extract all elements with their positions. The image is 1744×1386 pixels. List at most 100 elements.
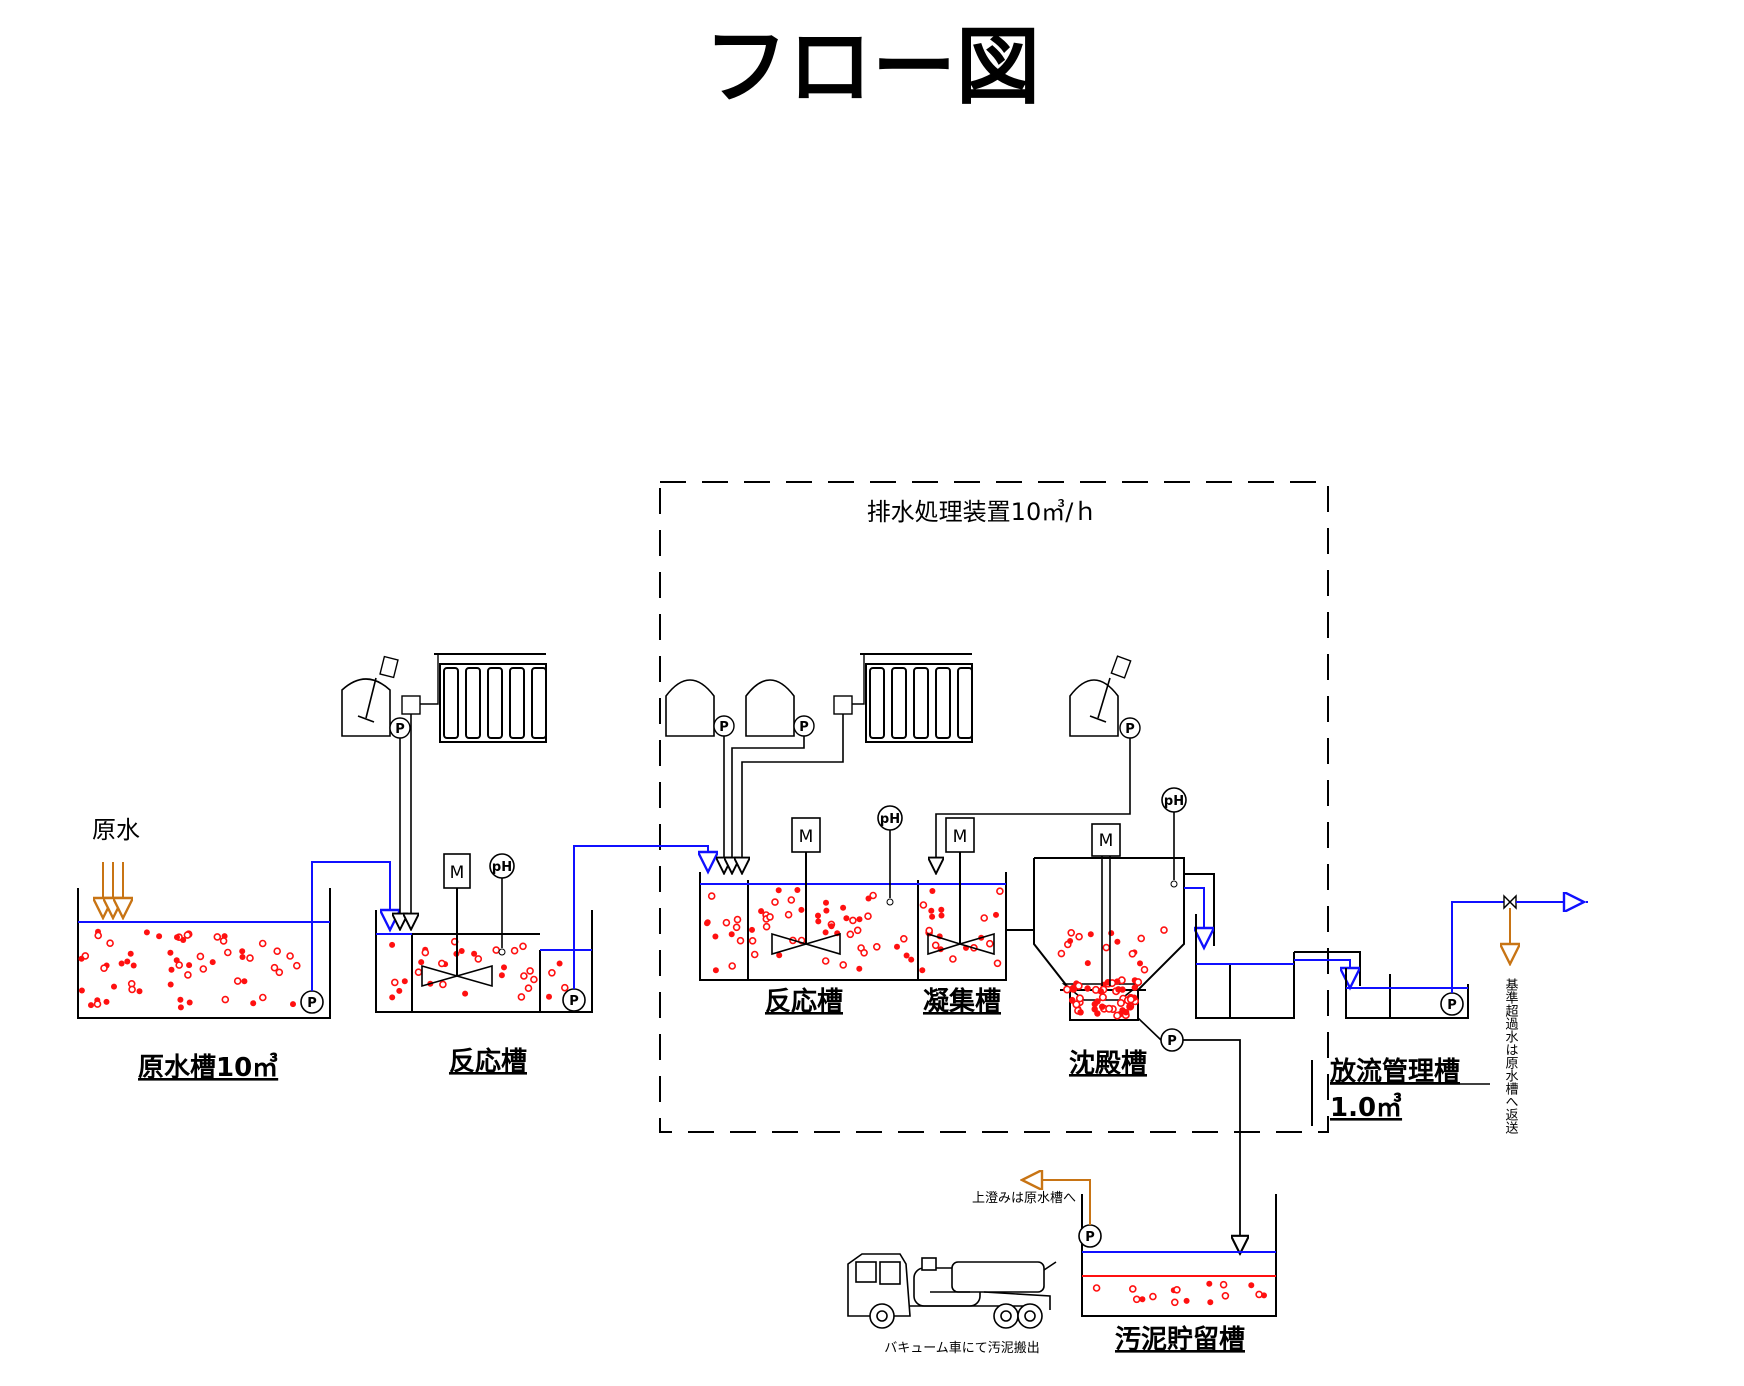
particle	[1092, 1284, 1101, 1292]
particle	[1116, 998, 1125, 1007]
particle	[1113, 1011, 1122, 1020]
particle	[1074, 981, 1083, 990]
dosing-pump-4: P	[1119, 717, 1141, 739]
particle	[128, 985, 136, 994]
particle	[1137, 960, 1143, 967]
reaction-1-particles	[389, 941, 408, 1001]
particle	[1067, 928, 1075, 937]
settling-mixer: M	[1091, 823, 1121, 986]
particle	[548, 968, 556, 977]
particle	[775, 887, 782, 894]
control-box-1	[401, 695, 421, 715]
particle	[919, 901, 928, 909]
particle	[118, 960, 125, 967]
particle	[270, 963, 279, 972]
dosing-line-3	[732, 736, 805, 872]
sludge-tank-pump: P	[1078, 1224, 1102, 1248]
reaction-tank-1	[375, 910, 593, 1013]
particle	[872, 942, 881, 951]
particle	[860, 948, 868, 957]
motor-marker: M	[450, 863, 465, 883]
particle	[1114, 938, 1121, 945]
particle	[510, 946, 519, 955]
particle	[94, 931, 102, 940]
particle	[1207, 1299, 1214, 1306]
particle	[199, 965, 208, 973]
particle	[856, 965, 863, 972]
particle	[1128, 949, 1137, 958]
particle	[219, 937, 228, 945]
particle	[241, 978, 248, 985]
particle	[993, 911, 999, 918]
particle	[1131, 984, 1139, 991]
discharge-volume-label: 1.0㎥	[1330, 1092, 1402, 1123]
particle	[1105, 1004, 1114, 1013]
supernatant-return-label: 上澄みは原水槽へ	[972, 1191, 1076, 1206]
particle	[985, 939, 994, 948]
particle	[106, 939, 114, 948]
particle	[815, 912, 821, 919]
particle	[712, 933, 719, 940]
particle	[418, 959, 425, 966]
reaction-1-particles-right	[546, 960, 569, 1000]
particle	[136, 988, 143, 995]
reaction-1-pump: P	[562, 988, 586, 1012]
particle	[938, 912, 945, 919]
particle	[771, 898, 779, 906]
svg-text:P: P	[799, 720, 809, 735]
particle	[458, 948, 465, 954]
particle	[1084, 985, 1091, 992]
particle	[1206, 1280, 1213, 1287]
raw-tank-label: 原水槽10㎥	[138, 1052, 278, 1083]
particle	[1072, 1000, 1081, 1009]
gas-cylinders-1	[434, 653, 547, 743]
particle	[980, 914, 989, 922]
particle	[1183, 1297, 1190, 1304]
particle	[843, 915, 850, 922]
particle	[798, 906, 805, 913]
flocculation-particles	[919, 887, 1004, 974]
particle	[290, 1001, 296, 1008]
supernatant-return-line	[1024, 1180, 1091, 1225]
particle	[390, 978, 399, 987]
particle	[853, 926, 862, 935]
raw-tank-particles	[78, 928, 301, 1011]
particle	[869, 891, 877, 900]
particle	[396, 987, 403, 994]
particle	[1097, 988, 1105, 995]
particle	[1091, 1000, 1099, 1008]
particle	[167, 949, 174, 956]
sludge-tank-particles	[1092, 1280, 1267, 1307]
particle	[1132, 1295, 1141, 1304]
particle	[1160, 926, 1168, 934]
particle	[239, 954, 246, 960]
particle	[292, 961, 301, 970]
svg-text:M: M	[799, 827, 814, 847]
particle	[925, 926, 934, 935]
reaction-2-ph-meter: pH	[877, 805, 903, 906]
particle	[1067, 938, 1074, 944]
particle	[173, 957, 180, 964]
particle	[1126, 995, 1135, 1004]
particle	[919, 967, 926, 974]
sludge-particles	[1069, 993, 1140, 1020]
raw-water-inflow-arrows	[103, 862, 123, 916]
particle	[168, 966, 175, 973]
particle	[156, 933, 163, 940]
reaction1-to-reaction2-line	[573, 845, 708, 989]
particle	[520, 972, 528, 980]
particle	[1070, 986, 1077, 993]
svg-text:pH: pH	[1164, 794, 1184, 809]
particle	[1140, 965, 1149, 974]
particle	[712, 967, 719, 974]
svg-text:M: M	[1099, 831, 1114, 851]
particle	[1115, 986, 1122, 993]
svg-text:P: P	[395, 722, 405, 737]
particle	[546, 993, 552, 1000]
particle	[1139, 1296, 1146, 1303]
reaction-1-particles-main	[414, 937, 538, 1001]
particle	[498, 972, 505, 979]
particle	[839, 961, 848, 969]
particle	[736, 936, 745, 945]
particle	[758, 908, 765, 915]
